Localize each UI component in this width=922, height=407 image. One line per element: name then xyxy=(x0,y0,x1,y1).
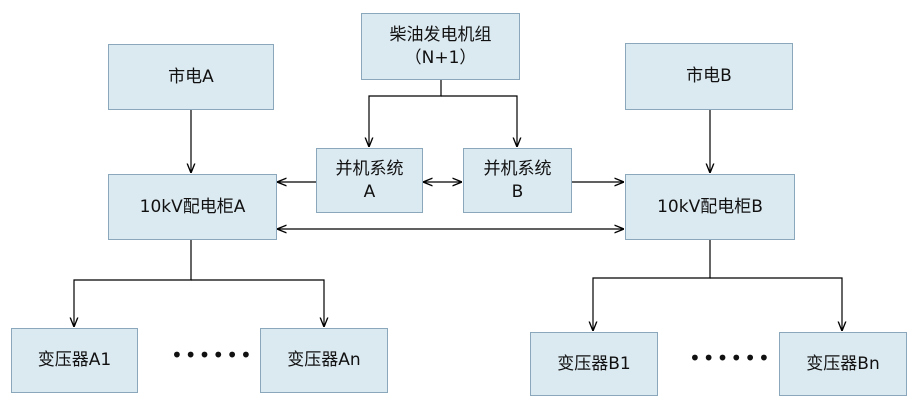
parallel-system-a-id: A xyxy=(363,181,376,202)
parallel-system-b-box: 并机系统 B xyxy=(463,148,572,213)
diesel-generator-count: （N+1） xyxy=(404,47,477,68)
cabinet-b-label: 10kV配电柜B xyxy=(657,196,763,217)
arrow-diesel-to-parallel-a xyxy=(369,80,442,147)
transformer-an-label: 变压器An xyxy=(287,350,361,370)
diesel-generator-box: 柴油发电机组 （N+1） xyxy=(361,13,520,80)
transformer-b1-label: 变压器B1 xyxy=(557,353,631,374)
transformer-b1-box: 变压器B1 xyxy=(530,332,658,396)
transformer-an-box: 变压器An xyxy=(260,328,388,393)
transformer-bn-label: 变压器Bn xyxy=(806,353,880,374)
parallel-system-a-box: 并机系统 A xyxy=(316,148,423,213)
parallel-system-a-label: 并机系统 xyxy=(335,158,404,179)
transformer-a1-box: 变压器A1 xyxy=(11,328,138,393)
mains-a-label: 市电A xyxy=(168,66,214,87)
arrow-cabinet-a-to-transformers xyxy=(74,240,192,327)
arrow-diesel-to-parallel-b xyxy=(441,95,517,147)
parallel-system-b-label: 并机系统 xyxy=(483,158,552,179)
mains-b-label: 市电B xyxy=(686,66,732,86)
parallel-system-b-id: B xyxy=(511,181,524,202)
cabinet-b-box: 10kV配电柜B xyxy=(625,174,795,240)
ellipsis-a: •••••• xyxy=(171,343,254,367)
arrow-cabinet-b-to-transformers xyxy=(593,240,711,331)
cabinet-a-label: 10kV配电柜A xyxy=(139,196,246,217)
mains-b-box: 市电B xyxy=(625,43,793,110)
cabinet-a-box: 10kV配电柜A xyxy=(108,174,277,240)
mains-a-box: 市电A xyxy=(108,44,274,110)
transformer-bn-box: 变压器Bn xyxy=(779,332,907,396)
transformer-a1-label: 变压器A1 xyxy=(37,350,112,370)
diesel-generator-label: 柴油发电机组 xyxy=(389,24,492,45)
ellipsis-b: •••••• xyxy=(689,346,772,370)
